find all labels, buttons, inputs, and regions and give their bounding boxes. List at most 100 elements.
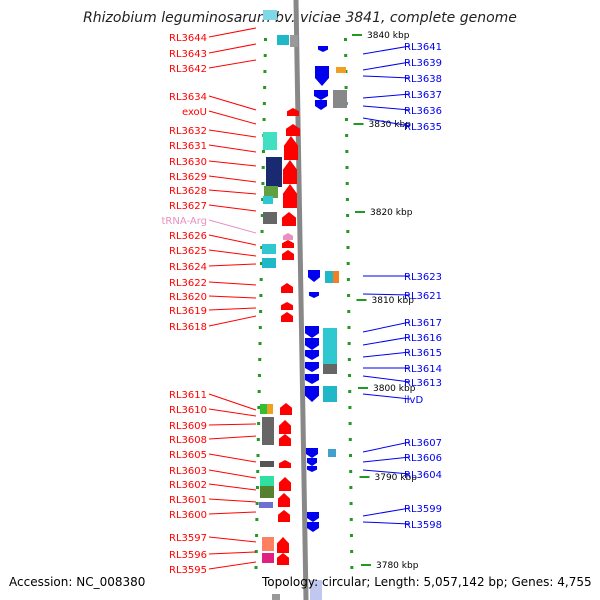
left-leader-line [208,393,257,411]
left-leader-line [208,263,257,267]
tick-mark-right [348,374,352,377]
tick-mark-right [346,262,350,265]
tick-mark-right [348,390,352,393]
right-leader-line [362,469,411,475]
right-gene-label: RL3635 [404,122,442,133]
forward-gene-arrow [278,510,290,522]
tick-mark-right [345,198,349,201]
feature-box [263,10,277,20]
right-gene-label: RL3638 [404,74,442,85]
right-gene-label: RL3636 [404,106,442,117]
feature-box [262,553,274,563]
scale-label: 3830 kbp [369,120,412,130]
left-gene-label: tRNA-Arg [162,216,207,227]
tick-mark-right [347,326,351,329]
tick-mark-right [349,486,353,489]
right-gene-label: RL3604 [404,470,442,481]
tick-mark-right [347,342,351,345]
tick-mark-right [348,422,352,425]
feature-box [259,502,273,508]
tick-mark-left [260,230,264,233]
right-leader-line [362,321,411,333]
tick-mark-left [257,406,261,409]
tick-mark-left [255,518,259,521]
right-leader-line [362,75,411,79]
left-gene-label: RL3628 [169,186,207,197]
left-gene-label: RL3610 [169,405,207,416]
gene-labels: RL3644RL3643RL3642RL3634exoURL3632RL3631… [162,33,442,576]
left-leader-line [208,498,257,503]
feature-box [267,404,273,414]
tick-mark-left [257,390,261,393]
right-leader-line [362,351,411,358]
reverse-gene-arrow [307,458,317,466]
left-gene-label: RL3620 [169,292,207,303]
feature-box [260,486,274,498]
label-leader-lines [208,27,411,570]
reverse-gene-arrow [314,90,328,100]
forward-gene-arrow [282,250,294,260]
tick-mark-left [262,118,266,121]
right-leader-line [362,441,411,453]
tick-mark-left [255,502,259,505]
feature-box [272,594,280,600]
tick-mark-left [256,438,260,441]
reverse-gene-arrow [305,362,319,372]
tick-mark-right [346,246,350,249]
left-leader-line [208,43,257,54]
left-leader-line [208,315,257,327]
forward-gene-arrow [286,124,300,136]
left-leader-line [208,469,257,479]
left-gene-label: exoU [182,107,207,118]
forward-gene-arrow [279,420,291,434]
forward-gene-arrow [282,212,296,226]
tick-mark-left [259,294,263,297]
reverse-gene-arrow [309,292,319,298]
feature-box [263,196,273,204]
tick-mark-right [345,134,349,137]
feature-box [263,212,277,224]
tick-mark-left [256,470,260,473]
tick-mark-right [344,118,348,121]
reverse-gene-arrow [305,338,319,350]
trna-arrow [283,233,293,240]
left-leader-line [208,281,257,286]
left-gene-label: RL3608 [169,435,207,446]
reverse-gene-arrow [318,46,328,52]
left-gene-label: RL3600 [169,510,207,521]
left-leader-line [208,551,257,555]
right-gene-label: RL3623 [404,272,442,283]
left-leader-line [208,27,257,38]
feature-box [264,186,278,198]
feature-boxes [259,10,347,600]
left-leader-line [208,483,257,491]
reverse-gene-arrow [307,512,319,522]
left-leader-line [208,175,257,183]
tick-mark-right [348,438,352,441]
tick-mark-left [259,278,263,281]
feature-box [266,157,282,187]
left-gene-label: RL3609 [169,421,207,432]
feature-box [262,258,276,268]
right-gene-label: RL3598 [404,520,442,531]
right-gene-label: RL3606 [404,453,442,464]
reverse-gene-arrow [307,466,317,472]
right-leader-line [362,336,411,346]
forward-gene-arrow [277,553,289,565]
right-gene-label: RL3613 [404,378,442,389]
tick-mark-right [349,502,353,505]
feature-box [260,476,274,486]
forward-gene-arrow [281,302,293,310]
tick-mark-left [264,38,267,41]
left-leader-line [208,234,257,246]
tick-mark-left [260,246,264,249]
tick-mark-left [256,454,260,457]
left-leader-line [208,219,257,234]
reverse-gene-arrow [305,350,319,360]
tick-mark-right [345,182,349,185]
tick-mark-right [348,406,352,409]
left-leader-line [208,536,257,543]
left-gene-label: RL3618 [169,322,207,333]
tick-mark-right [346,278,350,281]
